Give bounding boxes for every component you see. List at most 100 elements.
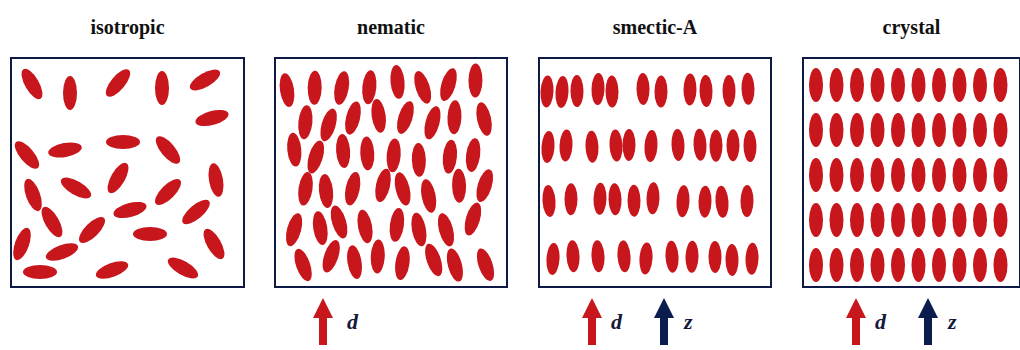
nematic-molecule — [444, 247, 466, 283]
smectic-molecule — [685, 241, 699, 273]
crystal-molecule — [809, 158, 823, 192]
nematic-molecule — [394, 99, 418, 136]
crystal-molecule — [850, 203, 864, 237]
director-arrow — [313, 298, 333, 345]
nematic-molecule — [461, 201, 484, 238]
smectic-molecule — [585, 130, 599, 163]
smectic-molecule — [608, 183, 622, 215]
isotropic-molecule — [194, 107, 230, 129]
nematic-molecule — [283, 211, 306, 247]
smectic-molecule — [554, 76, 569, 109]
isotropic-molecule — [37, 204, 66, 240]
isotropic-molecule — [155, 71, 169, 105]
crystal-molecule — [871, 68, 885, 102]
crystal-molecule — [932, 68, 946, 102]
director-arrow — [654, 298, 674, 345]
isotropic-molecule — [187, 65, 223, 94]
crystal-molecule — [973, 203, 987, 237]
nematic-molecule — [342, 171, 363, 207]
crystal-molecule — [871, 113, 885, 147]
phase-panel: isotropic — [10, 14, 245, 288]
smectic-molecule — [570, 75, 583, 107]
nematic-molecule — [464, 137, 482, 173]
crystal-molecule — [912, 113, 926, 147]
crystal-molecule — [830, 248, 844, 282]
smectic-molecule — [665, 240, 680, 273]
phase-title: isotropic — [10, 14, 245, 40]
nematic-molecule — [389, 64, 406, 99]
phase-box — [10, 57, 245, 288]
crystal-molecule — [953, 113, 967, 147]
phase-box — [274, 57, 508, 288]
crystal-molecule — [912, 248, 926, 282]
smectic-molecule — [540, 75, 555, 108]
nematic-molecule — [359, 136, 375, 171]
nematic-molecule — [317, 107, 340, 144]
crystal-molecule — [809, 248, 823, 282]
crystal-molecule — [973, 68, 987, 102]
director-arrow — [582, 298, 602, 345]
crystal-molecule — [994, 113, 1008, 147]
smectic-molecule — [709, 130, 722, 162]
smectic-molecule — [541, 185, 556, 218]
nematic-molecule — [327, 204, 350, 241]
smectic-molecule — [714, 185, 729, 218]
isotropic-molecule — [133, 227, 167, 241]
isotropic-molecule — [21, 177, 46, 214]
nematic-molecule — [447, 100, 462, 135]
nematic-molecule — [435, 211, 457, 247]
crystal-molecule — [912, 68, 926, 102]
smectic-molecule — [698, 185, 712, 217]
isotropic-molecule — [63, 76, 77, 110]
isotropic-molecule — [112, 199, 148, 221]
smectic-molecule — [693, 129, 707, 162]
axis-letter: d — [611, 309, 622, 335]
smectic-molecule — [591, 73, 605, 105]
crystal-molecule — [830, 68, 844, 102]
axis-letter: d — [875, 309, 886, 335]
crystal-molecule — [891, 68, 905, 102]
nematic-molecule — [319, 238, 343, 275]
smectic-molecule — [622, 129, 635, 161]
crystal-molecule — [994, 68, 1008, 102]
crystal-molecule — [994, 203, 1008, 237]
nematic-molecule — [345, 244, 364, 280]
smectic-molecule — [722, 75, 735, 107]
smectic-molecule — [676, 185, 691, 218]
crystal-molecule — [891, 203, 905, 237]
crystal-molecule — [973, 158, 987, 192]
isotropic-molecule — [23, 265, 57, 279]
smectic-molecule — [591, 240, 606, 273]
nematic-molecule — [393, 245, 412, 281]
isotropic-molecule — [94, 258, 131, 283]
nematic-molecule — [473, 167, 496, 204]
arrows — [313, 298, 938, 345]
nematic-molecule — [291, 247, 315, 284]
nematic-molecule — [335, 134, 351, 169]
isotropic-molecule — [58, 173, 94, 202]
crystal-molecule — [850, 68, 864, 102]
smectic-molecule — [593, 183, 607, 215]
crystal-molecule — [830, 203, 844, 237]
nematic-molecule — [370, 239, 386, 274]
axis-letter: d — [347, 309, 358, 335]
phase-panel: crystal — [802, 14, 1020, 288]
nematic-molecule — [311, 210, 330, 246]
smectic-molecule — [546, 243, 561, 276]
smectic-molecule — [745, 242, 759, 274]
smectic-molecule — [566, 240, 581, 273]
smectic-molecule — [609, 129, 624, 162]
smectic-molecule — [639, 242, 654, 275]
isotropic-molecule — [106, 135, 140, 149]
crystal-molecule — [891, 158, 905, 192]
crystal-molecule — [953, 158, 967, 192]
nematic-molecule — [355, 208, 375, 244]
nematic-molecule — [278, 72, 297, 108]
nematic-molecule — [411, 69, 435, 106]
isotropic-molecule — [47, 140, 83, 160]
smectic-molecule — [699, 75, 713, 107]
smectic-molecule — [740, 185, 753, 217]
smectic-molecule — [726, 129, 739, 161]
